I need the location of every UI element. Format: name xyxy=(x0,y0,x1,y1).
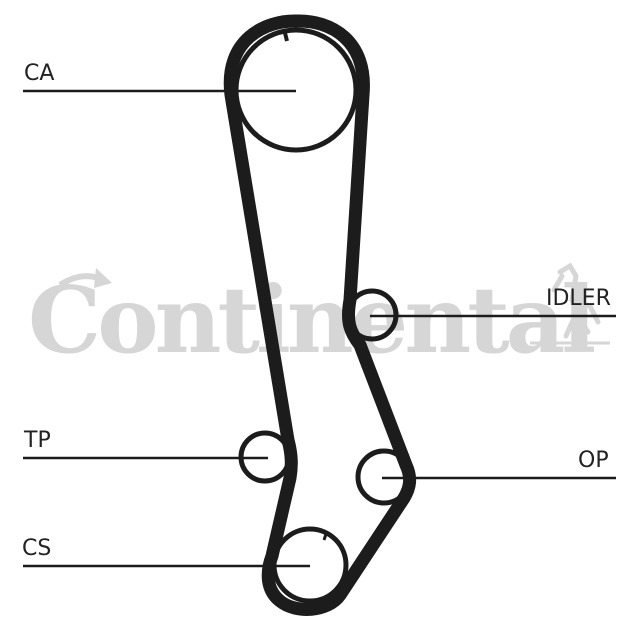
tp-label: TP xyxy=(23,428,51,453)
op-label: OP xyxy=(578,448,609,473)
continental-watermark: Continental xyxy=(28,262,610,374)
ca-label: CA xyxy=(24,61,54,86)
camshaft-timing-mark xyxy=(283,32,289,42)
crankshaft-timing-mark xyxy=(322,533,328,541)
watermark-arrowhead-icon xyxy=(94,268,112,288)
watermark-text: Continental xyxy=(28,266,594,374)
watermark-arrow-icon xyxy=(58,273,99,288)
idler-label: IDLER xyxy=(546,286,611,311)
cs-label: CS xyxy=(22,536,51,561)
